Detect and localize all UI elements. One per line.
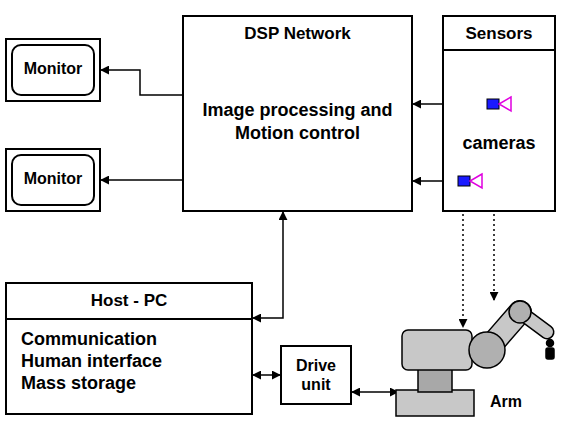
box-body: Image processing and Motion control [192,99,403,145]
arm-pedestal [418,368,452,392]
camera-icons [444,17,554,210]
monitor-node: Monitor [5,38,101,102]
shoulder-joint [469,332,505,368]
sensors-node: Sensors cameras [442,15,556,212]
arm-base-plate [396,390,474,416]
drive-node: Drive unit [280,345,352,405]
arm-body [402,330,472,370]
host-node: Host - PC Communication Human interface M… [5,282,253,415]
robot-arm-illustration [390,280,558,418]
view-line [493,214,495,300]
monitor-label: Monitor [7,169,99,188]
connector-arrow [101,70,182,95]
box-label: Drive unit [286,356,346,394]
camera-body [487,99,499,109]
box-heading: Sensors [444,24,554,44]
dsp-node: DSP NetworkImage processing and Motion c… [182,15,413,212]
connector-arrow [253,212,283,318]
connector-arrow [253,374,280,376]
monitor-label: Monitor [7,59,99,78]
monitor-node: Monitor [5,148,101,212]
box-body: cameras [444,133,554,155]
box-heading: DSP Network [184,24,411,44]
header-divider [7,318,251,320]
connector-arrow [101,179,182,181]
box-body: Communication Human interface Mass stora… [21,328,186,394]
camera-lens [470,174,482,188]
connector-arrow [352,391,398,393]
elbow-joint [509,301,531,323]
arm-label: Arm [490,392,522,411]
camera-lens [499,97,511,111]
person-head [547,340,554,347]
header-divider [444,49,554,51]
camera-body [458,176,470,186]
view-line [462,214,464,327]
person-body [546,348,554,359]
box-heading: Host - PC [7,291,251,311]
arm-node: Arm [390,280,558,418]
